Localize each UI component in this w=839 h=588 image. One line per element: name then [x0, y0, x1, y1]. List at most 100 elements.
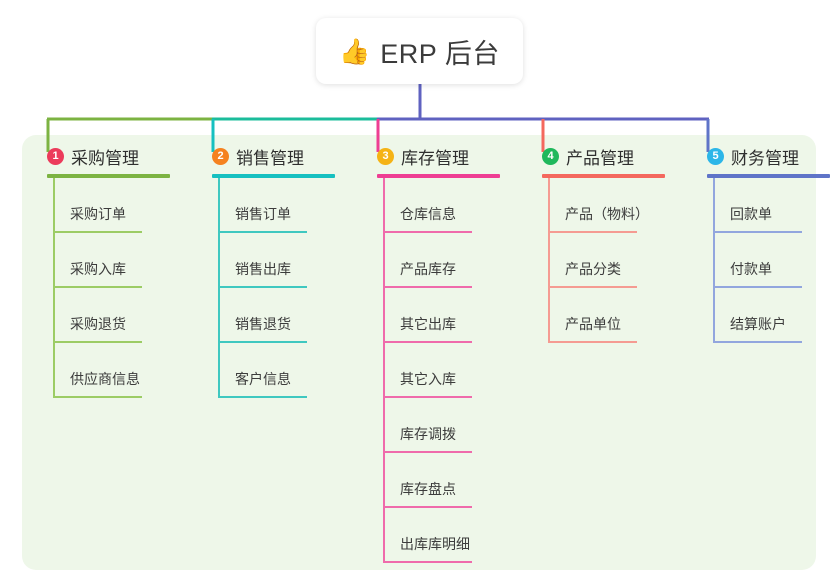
column-underline-4 [542, 174, 665, 178]
leaf-list-4: 产品（物料） 产品分类产品单位 [548, 178, 685, 343]
leaf-underline [383, 231, 472, 233]
leaf-underline [383, 561, 472, 563]
leaf-underline [713, 341, 802, 343]
leaf-underline [53, 286, 142, 288]
leaf-underline [713, 286, 802, 288]
leaf-item[interactable]: 结算账户 [713, 288, 839, 343]
leaf-item[interactable]: 采购退货 [53, 288, 190, 343]
leaf-item[interactable]: 供应商信息 [53, 343, 190, 398]
leaf-item[interactable]: 产品库存 [383, 233, 520, 288]
leaf-label: 产品库存 [400, 261, 456, 277]
leaf-underline [218, 341, 307, 343]
leaf-item[interactable]: 库存调拨 [383, 398, 520, 453]
leaf-label: 库存调拨 [400, 426, 456, 442]
leaf-underline [548, 341, 637, 343]
leaf-label: 结算账户 [730, 316, 786, 332]
leaf-label: 产品分类 [565, 261, 621, 277]
column-spine-5 [713, 178, 715, 343]
leaf-label: 销售退货 [235, 316, 291, 332]
leaf-item[interactable]: 客户信息 [218, 343, 355, 398]
root-title: ERP 后台 [380, 38, 500, 69]
leaf-label: 仓库信息 [400, 206, 456, 222]
leaf-underline [53, 231, 142, 233]
leaf-label: 采购入库 [70, 261, 126, 277]
leaf-list-1: 采购订单采购入库采购退货供应商信息 [53, 178, 190, 398]
column-spine-1 [53, 178, 55, 398]
column-4: 4 产品管理产品（物料） 产品分类产品单位 [525, 143, 685, 343]
leaf-underline [383, 286, 472, 288]
column-title-1: 采购管理 [71, 148, 139, 168]
leaf-item[interactable]: 产品单位 [548, 288, 685, 343]
column-1: 1 采购管理采购订单采购入库采购退货供应商信息 [30, 143, 190, 398]
column-header-4[interactable]: 4 产品管理 [525, 143, 685, 169]
leaf-item[interactable]: 其它入库 [383, 343, 520, 398]
leaf-item[interactable]: 仓库信息 [383, 178, 520, 233]
leaf-label: 客户信息 [235, 371, 291, 387]
leaf-label: 供应商信息 [70, 371, 140, 387]
leaf-label: 采购退货 [70, 316, 126, 332]
leaf-item[interactable]: 采购订单 [53, 178, 190, 233]
leaf-label: 出库库明细 [400, 536, 470, 552]
leaf-item[interactable]: 其它出库 [383, 288, 520, 343]
leaf-underline [218, 396, 307, 398]
leaf-item[interactable]: 出库库明细 [383, 508, 520, 563]
leaf-item[interactable]: 产品（物料） [548, 178, 685, 233]
leaf-underline [383, 506, 472, 508]
leaf-underline [548, 286, 637, 288]
leaf-item[interactable]: 销售退货 [218, 288, 355, 343]
leaf-underline [713, 231, 802, 233]
leaf-underline [383, 396, 472, 398]
leaf-list-2: 销售订单销售出库销售退货客户信息 [218, 178, 355, 398]
column-header-1[interactable]: 1 采购管理 [30, 143, 190, 169]
column-spine-4 [548, 178, 550, 343]
leaf-underline [383, 451, 472, 453]
leaf-item[interactable]: 采购入库 [53, 233, 190, 288]
leaf-label: 采购订单 [70, 206, 126, 222]
leaf-item[interactable]: 产品分类 [548, 233, 685, 288]
leaf-underline [53, 396, 142, 398]
column-underline-3 [377, 174, 500, 178]
column-title-5: 财务管理 [731, 148, 799, 168]
root-node[interactable]: 👍 ERP 后台 [316, 18, 523, 84]
column-header-5[interactable]: 5 财务管理 [690, 143, 839, 169]
column-title-4: 产品管理 [566, 148, 634, 168]
leaf-underline [383, 341, 472, 343]
column-badge-5: 5 [707, 147, 724, 165]
leaf-label: 回款单 [730, 206, 772, 222]
column-spine-2 [218, 178, 220, 398]
leaf-label: 销售出库 [235, 261, 291, 277]
leaf-underline [218, 286, 307, 288]
column-spine-3 [383, 178, 385, 563]
column-underline-1 [47, 174, 170, 178]
thumbs-up-icon: 👍 [339, 37, 371, 66]
leaf-underline [548, 231, 637, 233]
leaf-label: 其它入库 [400, 371, 456, 387]
leaf-item[interactable]: 销售订单 [218, 178, 355, 233]
column-badge-3: 3 [377, 147, 394, 165]
leaf-item[interactable]: 付款单 [713, 233, 839, 288]
leaf-label: 库存盘点 [400, 481, 456, 497]
leaf-item[interactable]: 销售出库 [218, 233, 355, 288]
column-badge-2: 2 [212, 147, 229, 165]
column-underline-5 [707, 174, 830, 178]
column-5: 5 财务管理回款单付款单结算账户 [690, 143, 839, 343]
leaf-label: 销售订单 [235, 206, 291, 222]
leaf-label: 其它出库 [400, 316, 456, 332]
column-badge-1: 1 [47, 147, 64, 165]
column-badge-4: 4 [542, 147, 559, 165]
leaf-underline [218, 231, 307, 233]
diagram-panel [22, 135, 816, 570]
leaf-label: 产品（物料） [565, 206, 649, 222]
leaf-list-3: 仓库信息产品库存其它出库其它入库库存调拨库存盘点出库库明细 [383, 178, 520, 563]
leaf-underline [53, 341, 142, 343]
leaf-item[interactable]: 回款单 [713, 178, 839, 233]
leaf-list-5: 回款单付款单结算账户 [713, 178, 839, 343]
column-underline-2 [212, 174, 335, 178]
leaf-label: 产品单位 [565, 316, 621, 332]
leaf-item[interactable]: 库存盘点 [383, 453, 520, 508]
